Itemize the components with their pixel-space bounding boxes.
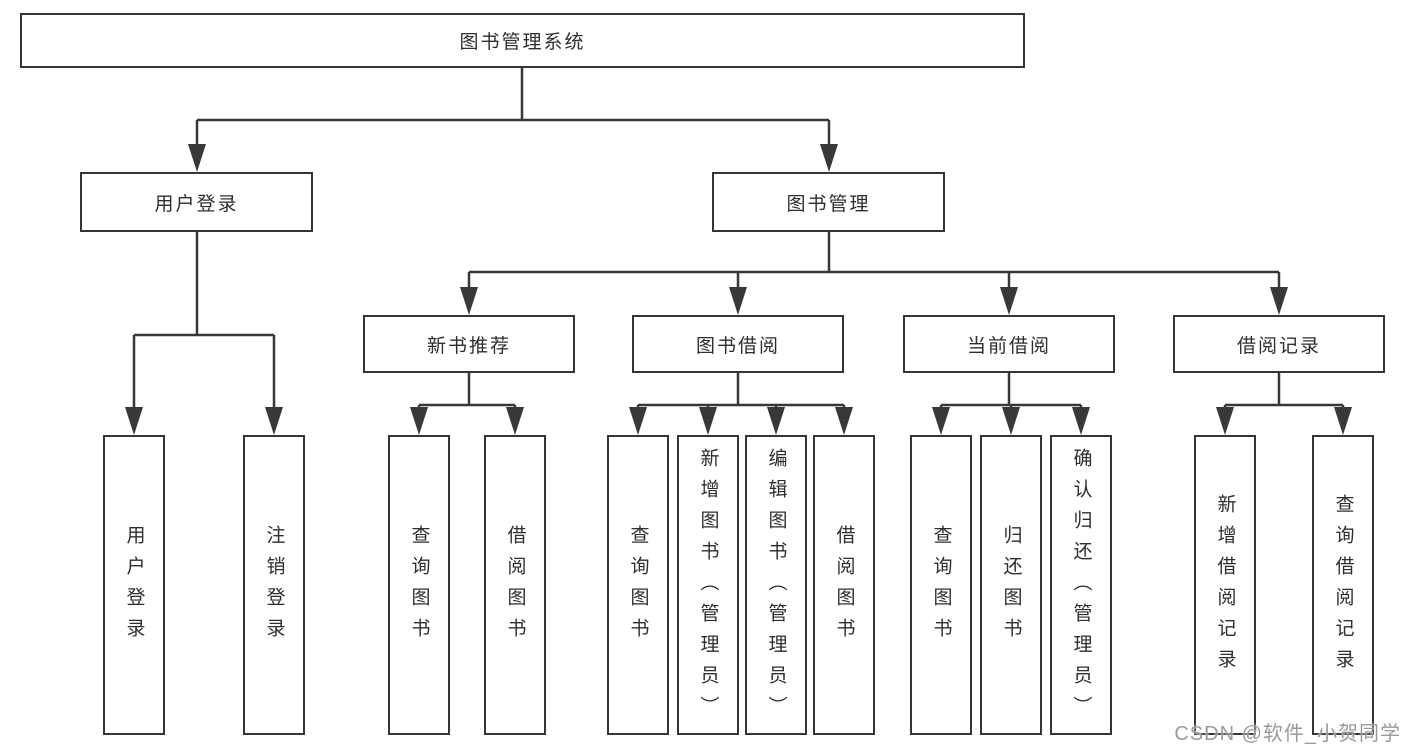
arrowhead-borrow-records [1270,287,1288,315]
section-borrow-records-label: 借阅记录 [1236,335,1321,357]
arrowhead-current-borrow [1000,287,1018,315]
leaf-cb-confirm-return-admin-label: 确认归还（管理员） [1070,447,1092,727]
arrowhead-bb-borrow-books [835,407,853,435]
leaf-bb-edit-books-admin: 编辑图书（管理员） [745,435,807,735]
watermark-text: CSDN @软件_小贺同学 [1174,723,1401,745]
leaf-br-add-record-label: 新增借阅记录 [1214,494,1236,680]
arrowhead-book-management [820,144,838,172]
arrowhead-bb-add-books [699,407,717,435]
branch-book-management-label: 图书管理 [786,193,871,215]
leaf-cb-query-books: 查询图书 [910,435,972,735]
leaf-logout: 注销登录 [243,435,305,735]
leaf-cb-confirm-return-admin: 确认归还（管理员） [1050,435,1112,735]
leaf-bb-edit-books-admin-label: 编辑图书（管理员） [765,447,787,727]
arrowhead-bb-edit-books [767,407,785,435]
connector-new-book-recommend-children [417,373,517,409]
leaf-bb-borrow-books: 借阅图书 [813,435,875,735]
leaf-cb-return-books-label: 归还图书 [1000,525,1022,649]
branch-book-management: 图书管理 [712,172,945,232]
leaf-br-query-record: 查询借阅记录 [1312,435,1374,735]
connector-user-login-children [132,232,276,409]
connector-root-to-level2 [195,68,831,146]
leaf-nb-borrow-books-label: 借阅图书 [504,525,526,649]
leaf-bb-query-books-label: 查询图书 [627,525,649,649]
leaf-nb-borrow-books: 借阅图书 [484,435,546,735]
leaf-bb-query-books: 查询图书 [607,435,669,735]
node-root: 图书管理系统 [20,13,1025,68]
leaf-bb-add-books-admin-label: 新增图书（管理员） [697,447,719,727]
leaf-nb-query-books-label: 查询图书 [408,525,430,649]
leaf-bb-borrow-books-label: 借阅图书 [833,525,855,649]
section-book-borrow-label: 图书借阅 [695,335,780,357]
connector-current-borrow-children [939,373,1083,409]
leaf-br-add-record: 新增借阅记录 [1194,435,1256,735]
connector-borrow-records-children [1223,373,1345,409]
arrowhead-cb-return-books [1002,407,1020,435]
connector-book-management-children [467,232,1281,289]
arrowhead-bb-query-books [629,407,647,435]
arrowhead-br-add-record [1216,407,1234,435]
section-book-borrow: 图书借阅 [632,315,844,373]
arrowhead-new-book-recommend [460,287,478,315]
leaf-user-login-label: 用户登录 [123,525,145,649]
leaf-nb-query-books: 查询图书 [388,435,450,735]
arrowhead-cb-confirm-return [1072,407,1090,435]
arrowhead-nb-borrow-books [506,407,524,435]
leaf-logout-label: 注销登录 [263,525,285,649]
branch-user-login-label: 用户登录 [154,193,239,215]
node-root-label: 图书管理系统 [459,32,586,53]
leaf-bb-add-books-admin: 新增图书（管理员） [677,435,739,735]
leaf-cb-query-books-label: 查询图书 [930,525,952,649]
section-current-borrow: 当前借阅 [903,315,1115,373]
leaf-cb-return-books: 归还图书 [980,435,1042,735]
branch-user-login: 用户登录 [80,172,313,232]
section-current-borrow-label: 当前借阅 [966,335,1051,357]
section-borrow-records: 借阅记录 [1173,315,1385,373]
section-new-book-recommend-label: 新书推荐 [426,335,511,357]
arrowhead-user-login [188,144,206,172]
arrowhead-leaf-logout [265,407,283,435]
arrowhead-cb-query-books [932,407,950,435]
arrowhead-leaf-user-login [125,407,143,435]
section-new-book-recommend: 新书推荐 [363,315,575,373]
arrowhead-book-borrow [729,287,747,315]
leaf-user-login: 用户登录 [103,435,165,735]
leaf-br-query-record-label: 查询借阅记录 [1332,494,1354,680]
arrowhead-br-query-record [1334,407,1352,435]
connector-book-borrow-children [636,373,846,409]
arrowhead-nb-query-books [410,407,428,435]
